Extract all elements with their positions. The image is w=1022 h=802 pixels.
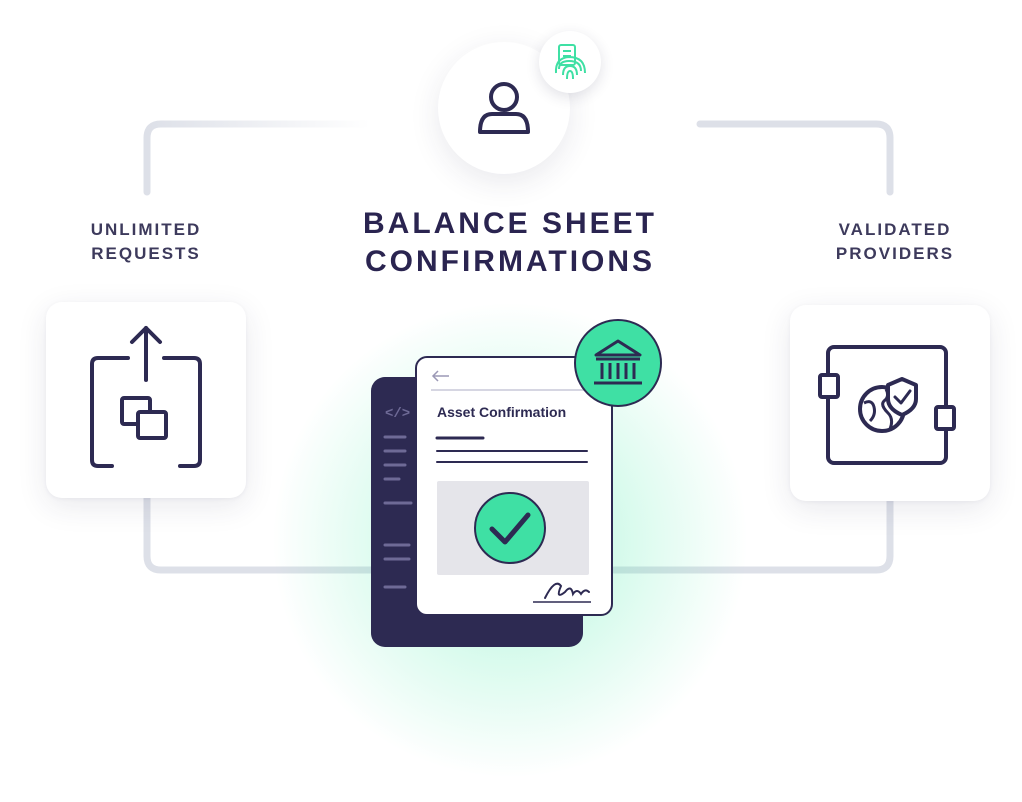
svg-text:</>: </> (385, 406, 410, 422)
asset-confirmation-document (415, 356, 613, 616)
back-arrow-icon (431, 370, 449, 382)
main-title-line-2: CONFIRMATIONS (364, 245, 656, 278)
check-circle-icon (474, 492, 546, 564)
main-title-line-1: BALANCE SHEET (362, 207, 657, 240)
document-content (431, 370, 597, 603)
left-feature-line-2: REQUESTS (91, 244, 201, 263)
unlimited-requests-card (46, 302, 246, 498)
right-feature-line-1: VALIDATED (838, 220, 952, 239)
user-icon (478, 82, 530, 134)
bank-badge (574, 319, 662, 407)
left-feature-line-1: UNLIMITED (90, 220, 202, 239)
connector-right-bottom (610, 496, 894, 574)
fingerprint-badge (539, 31, 601, 93)
connector-left-bottom (143, 494, 384, 574)
upload-copy-icon (90, 326, 202, 468)
main-title: BALANCE SHEET CONFIRMATIONS (330, 205, 690, 281)
fingerprint-document-icon (554, 44, 586, 80)
validated-providers-card (790, 305, 990, 501)
right-feature-label: VALIDATED PROVIDERS (795, 218, 995, 266)
bank-icon (594, 339, 642, 385)
globe-shield-icon (818, 345, 956, 465)
signature-mark (533, 582, 591, 603)
left-feature-label: UNLIMITED REQUESTS (46, 218, 246, 266)
document-title: Asset Confirmation (437, 404, 567, 420)
code-icon: </> (383, 406, 413, 589)
connector-left-top (143, 120, 374, 196)
right-feature-line-2: PROVIDERS (835, 244, 955, 263)
connector-right-top (696, 120, 894, 196)
